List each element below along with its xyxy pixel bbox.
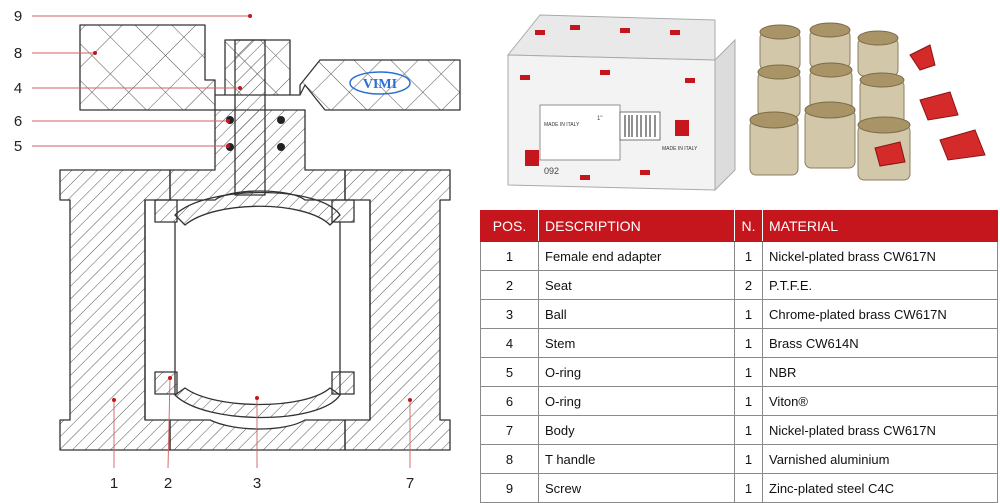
- vimi-logo: [349, 71, 411, 95]
- table-row: 2 Seat 2 P.T.F.E.: [480, 270, 998, 300]
- cell-pos: 4: [480, 328, 539, 358]
- cell-material: P.T.F.E.: [762, 270, 998, 300]
- valve-section-drawing: VIMI 9 8 4 6 5 1 2 3 7: [14, 8, 461, 492]
- cell-quantity: 1: [734, 328, 763, 358]
- ball-part-bottom: [174, 387, 341, 419]
- cell-description: O-ring: [538, 386, 735, 416]
- body-left-part: [59, 169, 171, 451]
- cell-quantity: 1: [734, 415, 763, 445]
- vimi-logo-text: VIMI: [363, 77, 397, 92]
- callout-2: 2: [164, 475, 172, 492]
- cell-pos: 9: [480, 473, 539, 503]
- cell-material: NBR: [762, 357, 998, 387]
- cell-description: T handle: [538, 444, 735, 474]
- cell-material: Brass CW614N: [762, 328, 998, 358]
- table-row: 8 T handle 1 Varnished aluminium: [480, 444, 998, 474]
- body-right-part: [344, 169, 451, 451]
- cell-pos: 7: [480, 415, 539, 445]
- cell-description: Body: [538, 415, 735, 445]
- cell-material: Varnished aluminium: [762, 444, 998, 474]
- cell-quantity: 1: [734, 386, 763, 416]
- cell-description: Seat: [538, 270, 735, 300]
- table-row: 6 O-ring 1 Viton®: [480, 386, 998, 416]
- table-row: 4 Stem 1 Brass CW614N: [480, 328, 998, 358]
- packaging-box-image: MADE IN ITALY MADE IN ITALY 092 1": [506, 14, 736, 192]
- body-bottom-part: [169, 419, 346, 451]
- cell-description: Ball: [538, 299, 735, 329]
- callout-8: 8: [14, 45, 22, 62]
- cell-pos: 8: [480, 444, 539, 474]
- cell-material: Nickel-plated brass CW617N: [762, 241, 998, 271]
- table-row: 3 Ball 1 Chrome-plated brass CW617N: [480, 299, 998, 329]
- t-handle-part: [79, 24, 461, 111]
- seat-left-part: [154, 199, 178, 223]
- callout-6: 6: [14, 113, 22, 130]
- svg-text:MADE IN ITALY: MADE IN ITALY: [662, 146, 698, 152]
- cell-quantity: 1: [734, 444, 763, 474]
- cell-description: Screw: [538, 473, 735, 503]
- table-row: 5 O-ring 1 NBR: [480, 357, 998, 387]
- cell-material: Viton®: [762, 386, 998, 416]
- callout-5: 5: [14, 138, 22, 155]
- table-row: 7 Body 1 Nickel-plated brass CW617N: [480, 415, 998, 445]
- stem-part: [234, 39, 266, 196]
- callout-9: 9: [14, 8, 22, 25]
- header-pos: POS.: [480, 210, 539, 242]
- cell-material: Chrome-plated brass CW617N: [762, 299, 998, 329]
- seat-left-bottom-part: [154, 371, 178, 395]
- product-photo: MADE IN ITALY MADE IN ITALY 092 1": [506, 14, 986, 192]
- table-header-row: POS. DESCRIPTION N. MATERIAL: [480, 210, 998, 242]
- seat-right-part: [331, 199, 355, 223]
- callout-7: 7: [406, 475, 414, 492]
- cell-pos: 5: [480, 357, 539, 387]
- table-row: 9 Screw 1 Zinc-plated steel C4C: [480, 473, 998, 503]
- cell-pos: 1: [480, 241, 539, 271]
- cell-material: Nickel-plated brass CW617N: [762, 415, 998, 445]
- callout-3: 3: [253, 475, 261, 492]
- cell-pos: 2: [480, 270, 539, 300]
- header-quantity: N.: [734, 210, 763, 242]
- cell-quantity: 2: [734, 270, 763, 300]
- seat-right-bottom-part: [331, 371, 355, 395]
- cell-quantity: 1: [734, 473, 763, 503]
- svg-text:092: 092: [544, 166, 559, 176]
- svg-text:MADE IN ITALY: MADE IN ITALY: [544, 122, 580, 128]
- cell-quantity: 1: [734, 357, 763, 387]
- ball-valves-image: [749, 22, 986, 181]
- header-material: MATERIAL: [762, 210, 998, 242]
- svg-text:1": 1": [597, 116, 602, 122]
- cell-description: Female end adapter: [538, 241, 735, 271]
- table-row: 1 Female end adapter 1 Nickel-plated bra…: [480, 241, 998, 271]
- header-description: DESCRIPTION: [538, 210, 735, 242]
- cell-description: O-ring: [538, 357, 735, 387]
- cell-pos: 6: [480, 386, 539, 416]
- cell-quantity: 1: [734, 241, 763, 271]
- bill-of-materials-table: POS. DESCRIPTION N. MATERIAL 1 Female en…: [480, 210, 998, 503]
- cell-pos: 3: [480, 299, 539, 329]
- cell-quantity: 1: [734, 299, 763, 329]
- cell-description: Stem: [538, 328, 735, 358]
- callout-4: 4: [14, 80, 22, 97]
- callout-1: 1: [110, 475, 118, 492]
- cell-material: Zinc-plated steel C4C: [762, 473, 998, 503]
